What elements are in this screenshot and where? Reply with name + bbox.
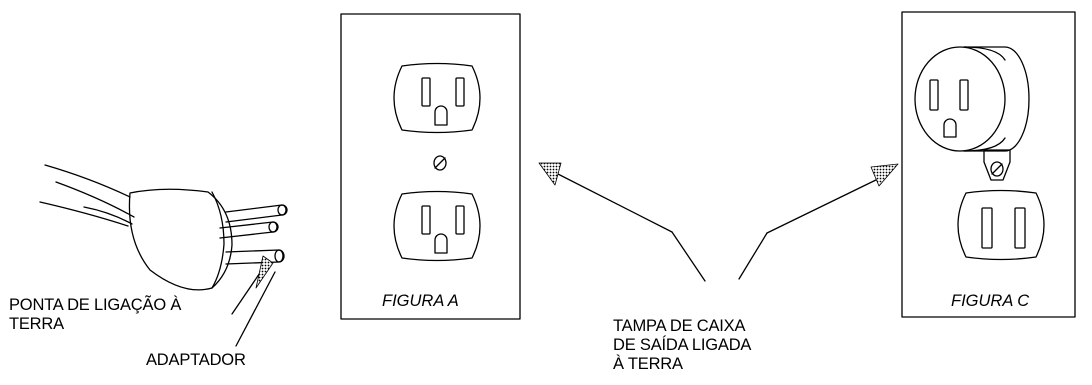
grounded-plug-illustration	[39, 164, 288, 291]
outlet-upper	[393, 62, 481, 134]
plug-cord	[44, 164, 131, 198]
outlet-lower	[393, 190, 481, 262]
figure-a-outlet-plate	[340, 13, 521, 320]
cover-pointer-c	[738, 163, 899, 280]
plug-body	[128, 188, 233, 291]
plug-face	[211, 191, 225, 289]
figure-c-caption: FIGURA C	[951, 292, 1030, 310]
adapter-pointer	[235, 271, 276, 347]
center-screw	[433, 155, 447, 171]
cover-label-line1: TAMPA DE CAIXA	[613, 317, 746, 335]
figure-c-outlet-plate	[901, 11, 1076, 318]
grounding-prong-pointer	[231, 255, 274, 315]
figure-a-caption: FIGURA A	[382, 292, 459, 310]
adapter-body	[914, 46, 1030, 152]
cover-label-line2: DE SAÍDA LIGADA	[613, 336, 752, 354]
plug-cord	[39, 201, 129, 227]
plug-cord	[83, 206, 133, 225]
adapter-label: ADAPTADOR	[146, 351, 246, 369]
plug-cord	[55, 181, 135, 218]
cover-pointer-a	[538, 162, 706, 282]
grounding-prong-label-line1: PONTA DE LIGAÇÃO À	[9, 296, 182, 314]
grounding-prong-label-line2: TERRA	[9, 315, 64, 333]
cover-label-line3: À TERRA	[613, 355, 683, 373]
outlet-lower-c	[957, 189, 1045, 261]
adapter-ground-tab	[983, 149, 1011, 181]
